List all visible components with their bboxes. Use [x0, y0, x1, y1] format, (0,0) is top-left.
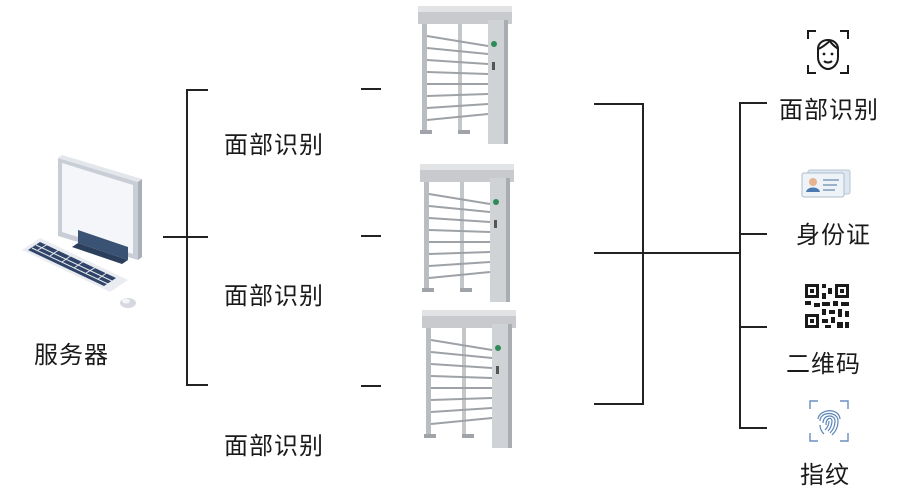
method-label: 二维码: [786, 350, 861, 378]
turnstile-gate-icon: [422, 310, 516, 448]
method-label: 身份证: [796, 221, 871, 249]
server-computer-icon: [22, 155, 142, 308]
connector-line: [186, 384, 208, 386]
connector-line: [361, 88, 381, 90]
connector-line: [361, 385, 381, 387]
face-scan-icon: [807, 30, 849, 74]
connector-line: [186, 236, 208, 238]
connector-line: [739, 102, 767, 104]
id-card-icon: [801, 169, 851, 198]
connector-line: [186, 89, 208, 91]
fingerprint-icon: [809, 400, 849, 442]
connector-line: [594, 252, 740, 254]
connector-line: [739, 233, 767, 235]
method-label: 面部识别: [779, 96, 879, 124]
connector-line: [642, 103, 644, 405]
turnstile-gate-icon: [418, 6, 512, 144]
connector-line: [739, 326, 767, 328]
gate-label: 面部识别: [224, 282, 324, 310]
qr-code-icon: [805, 284, 849, 328]
connector-line: [739, 427, 767, 429]
method-label: 指纹: [800, 461, 850, 489]
connector-line: [361, 235, 381, 237]
gate-label: 面部识别: [224, 131, 324, 159]
turnstile-gate-icon: [420, 164, 514, 302]
connector-line: [739, 102, 741, 429]
connector-line: [163, 236, 187, 238]
gate-label: 面部识别: [224, 432, 324, 460]
connector-line: [594, 103, 644, 105]
server-label: 服务器: [34, 341, 109, 369]
connector-line: [594, 403, 644, 405]
